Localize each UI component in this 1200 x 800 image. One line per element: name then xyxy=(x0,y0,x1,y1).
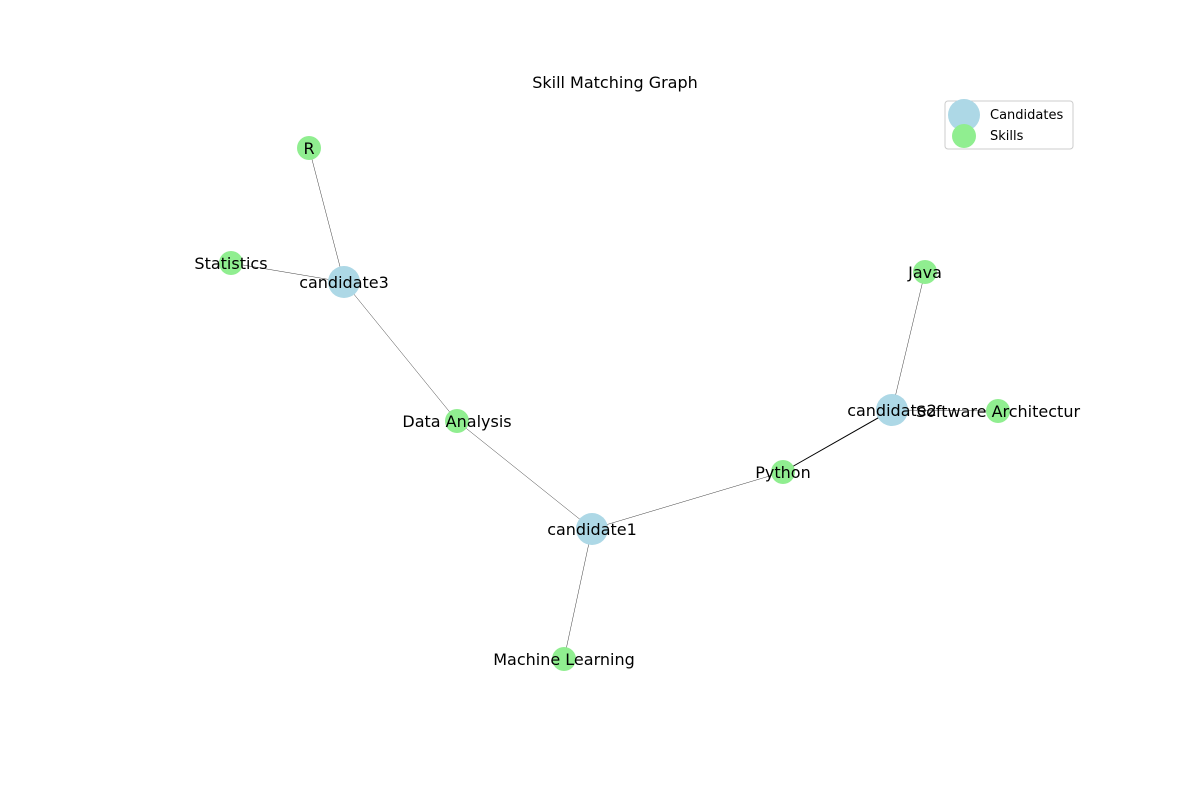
legend: Candidates Skills xyxy=(944,99,1074,150)
legend-candidates-label: Candidates xyxy=(990,108,1063,123)
edge-candidate2-software-architecture xyxy=(891,409,999,412)
node-label-data-analysis: Data Analysis xyxy=(402,412,511,431)
edge-candidate2-python xyxy=(782,409,893,473)
node-label-ml: Machine Learning xyxy=(493,650,635,669)
node-label-r: R xyxy=(303,139,314,158)
node-label-statistics: Statistics xyxy=(194,254,267,273)
edge-candidate3-r xyxy=(308,147,345,283)
node-label-candidate3: candidate3 xyxy=(299,273,389,292)
edge-candidate1-python xyxy=(591,471,784,530)
edge-candidate3-statistics xyxy=(230,262,345,283)
node-label-candidate2: candidate2 xyxy=(847,401,937,420)
node-statistics[interactable] xyxy=(219,251,243,275)
legend-skills-label: Skills xyxy=(990,129,1024,144)
graph-title: Skill Matching Graph xyxy=(532,73,698,92)
labels-layer: candidate1 candidate2 candidate3PythonMach… xyxy=(194,139,1080,669)
node-label-java: Java xyxy=(907,263,942,282)
node-label-software-architecture: Software Architectur xyxy=(916,402,1081,421)
node-candidate1[interactable] xyxy=(576,513,608,545)
node-candidate3[interactable] xyxy=(328,266,360,298)
edges-layer xyxy=(230,147,999,660)
node-data-analysis[interactable] xyxy=(445,409,469,433)
node-r[interactable] xyxy=(297,136,321,160)
legend-candidates-marker xyxy=(948,99,980,131)
node-label-python: Python xyxy=(755,463,810,482)
node-python[interactable] xyxy=(771,460,795,484)
edge-candidate3-data-analysis xyxy=(343,281,458,422)
node-candidate2[interactable] xyxy=(876,394,908,426)
node-java[interactable] xyxy=(913,260,937,284)
node-ml[interactable] xyxy=(552,647,576,671)
edge-candidate1-data-analysis xyxy=(456,420,593,530)
node-label-candidate1: candidate1 xyxy=(547,520,637,539)
node-software-architecture[interactable] xyxy=(986,399,1010,423)
edge-candidate2-java xyxy=(891,271,926,411)
legend-skills-marker xyxy=(952,124,976,148)
nodes-layer xyxy=(219,136,1010,671)
edge-candidate1-ml xyxy=(563,528,593,660)
